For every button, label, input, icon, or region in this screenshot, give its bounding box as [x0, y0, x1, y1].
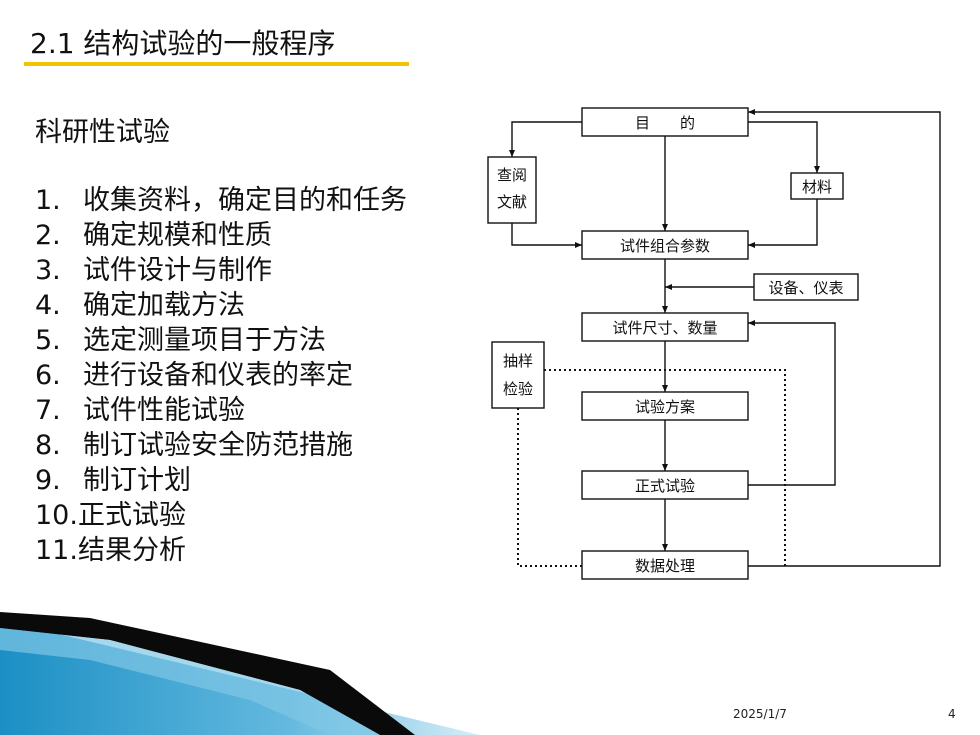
step-number: 8.	[35, 430, 61, 461]
step-text: 制订试验安全防范措施	[83, 430, 353, 461]
list-item: 10.正式试验	[35, 498, 407, 533]
step-text: 正式试验	[77, 500, 186, 531]
arrow-purpose-to-materials	[748, 121, 820, 173]
step-number: 4.	[35, 290, 61, 321]
list-item: 4. 确定加载方法	[35, 288, 407, 323]
formal-test-label: 正式试验	[635, 477, 695, 495]
step-number: 3.	[35, 255, 61, 286]
list-item: 7. 试件性能试验	[35, 393, 407, 428]
consult-label-line1: 查阅	[497, 166, 527, 184]
materials-label: 材料	[802, 178, 832, 196]
procedure-list: 1. 收集资料，确定目的和任务 2. 确定规模和性质 3. 试件设计与制作 4. 确定加…	[35, 183, 407, 568]
list-item: 11.结果分析	[35, 533, 407, 568]
list-item: 5. 选定测量项目于方法	[35, 323, 407, 358]
step-number: 2.	[35, 220, 61, 251]
purpose-label: 目 的	[635, 114, 695, 132]
step-text: 收集资料，确定目的和任务	[83, 185, 407, 216]
list-item: 8. 制订试验安全防范措施	[35, 428, 407, 463]
arrow-literature-to-parameters	[511, 223, 582, 248]
step-number: 9.	[35, 465, 61, 496]
step-number: 6.	[35, 360, 61, 391]
list-item: 1. 收集资料，确定目的和任务	[35, 183, 407, 218]
arrow-data-feedback-to-purpose	[748, 109, 941, 567]
swoosh-dark-shape	[0, 612, 415, 735]
step-text: 结果分析	[77, 535, 186, 566]
list-item: 9. 制订计划	[35, 463, 407, 498]
sampling-label-line1: 抽样	[503, 352, 533, 370]
step-text: 试件设计与制作	[83, 255, 272, 286]
step-number: 10.	[35, 500, 78, 531]
step-number: 1.	[35, 185, 61, 216]
step-text: 确定规模和性质	[83, 220, 272, 251]
slide-title: 2.1 结构试验的一般程序	[30, 27, 336, 60]
list-item: 3. 试件设计与制作	[35, 253, 407, 288]
step-text: 确定加载方法	[83, 290, 245, 321]
dotted-sampling-loop	[544, 369, 786, 566]
step-number: 5.	[35, 325, 61, 356]
slide-date: 2025/1/7	[733, 707, 787, 721]
dotted-sampling-to-data	[517, 408, 582, 567]
step-text: 制订计划	[83, 465, 191, 496]
step-text: 进行设备和仪表的率定	[83, 360, 353, 391]
arrow-materials-to-parameters	[748, 199, 818, 248]
arrow-test-feedback-to-size	[748, 320, 836, 486]
specimen-size-label: 试件尺寸、数量	[612, 319, 717, 337]
slide-page-number: 4	[948, 707, 956, 721]
data-processing-label: 数据处理	[635, 557, 695, 575]
test-plan-label: 试验方案	[635, 398, 695, 416]
parameters-label: 试件组合参数	[620, 237, 710, 255]
list-item: 6. 进行设备和仪表的率定	[35, 358, 407, 393]
section-heading: 科研性试验	[35, 117, 170, 148]
step-number: 7.	[35, 395, 61, 426]
consult-label-line2: 文献	[497, 193, 527, 211]
step-text: 选定测量项目于方法	[83, 325, 326, 356]
arrow-purpose-to-literature	[509, 121, 582, 157]
swoosh-light-shape	[0, 628, 380, 735]
title-underline	[24, 62, 409, 66]
step-text: 试件性能试验	[83, 395, 245, 426]
sampling-label-line2: 检验	[503, 380, 533, 398]
step-number: 11.	[35, 535, 78, 566]
equipment-label: 设备、仪表	[768, 279, 843, 297]
list-item: 2. 确定规模和性质	[35, 218, 407, 253]
